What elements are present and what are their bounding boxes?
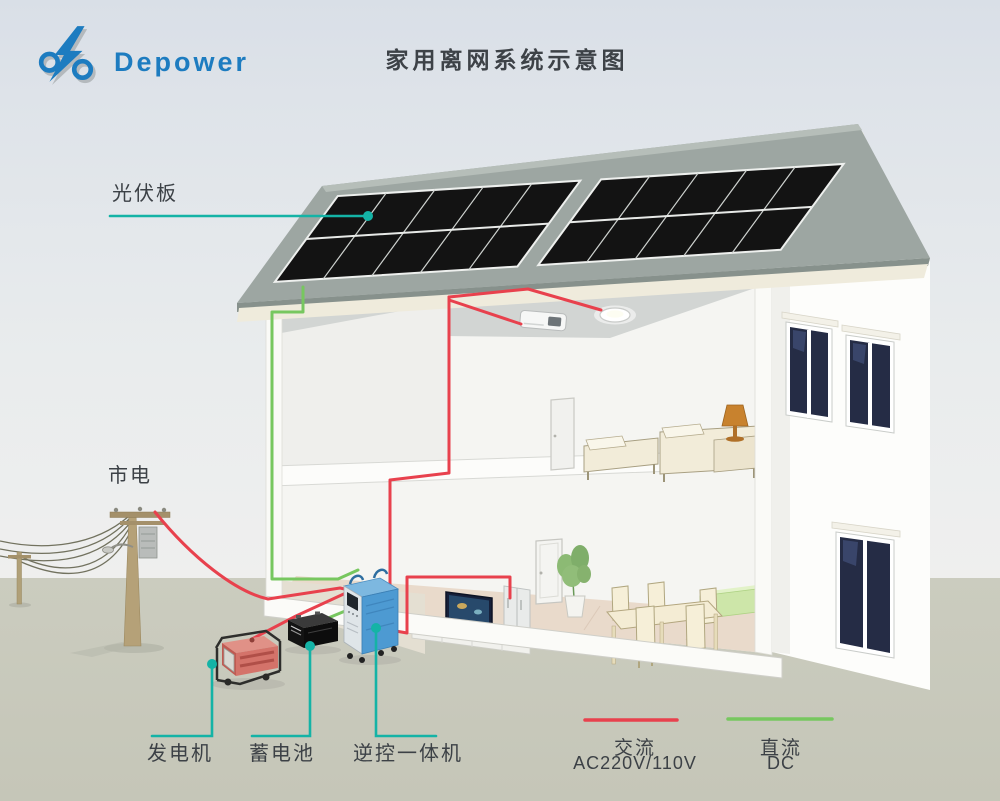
- brand-name: Depower: [114, 46, 250, 77]
- callout-dot-generator: [207, 659, 217, 669]
- bedroom-door: [550, 397, 575, 471]
- legend-ac-name: 交流: [613, 738, 657, 759]
- callout-line-battery: [250, 644, 312, 738]
- utility-pole: [70, 506, 171, 657]
- callout-dot-inverter: [371, 623, 381, 633]
- wire-ac-branch-light: [447, 287, 603, 312]
- lightning-logo-icon: [38, 26, 96, 85]
- window-upper-right: [841, 324, 901, 434]
- legend-dc-name: 直流: [759, 738, 803, 759]
- fridge: [503, 585, 531, 631]
- window-lower: [831, 521, 901, 659]
- label-battery: 蓄电池: [249, 743, 315, 765]
- callout-dot-pv: [363, 211, 373, 221]
- wire-pv: [270, 285, 360, 581]
- battery-device: [285, 611, 341, 655]
- label-inverter: 逆控一体机: [353, 743, 463, 765]
- potted-plant: [557, 545, 591, 618]
- window-upper-left: [781, 311, 839, 423]
- dining-set: [606, 581, 724, 668]
- air-conditioner: [519, 309, 567, 332]
- callout-line-generator: [150, 662, 214, 738]
- label-pv-panel: 光伏板: [112, 183, 178, 205]
- solar-panel-array: [275, 164, 844, 282]
- label-utility-power: 市电: [108, 465, 152, 487]
- page-title: 家用离网系统示意图: [385, 47, 629, 73]
- brand-logo: Depower: [36, 24, 249, 86]
- wire-ac-tv-loop: [388, 575, 512, 635]
- wire-ac-branch-aircon: [447, 298, 523, 326]
- generator-device: [211, 629, 285, 690]
- callout-dot-battery: [305, 641, 315, 651]
- inverter-device: [339, 568, 401, 665]
- callout-lines: [108, 214, 438, 738]
- legend-dc-spec: DC: [767, 753, 795, 773]
- tv: [445, 591, 493, 627]
- callout-dots: [207, 211, 381, 669]
- wire-utility-drop: [153, 510, 374, 601]
- table-lamp: [721, 404, 749, 442]
- ground-floor-door: [535, 538, 563, 605]
- ceiling-light: [594, 305, 636, 325]
- label-generator: 发电机: [147, 743, 213, 765]
- callout-line-inverter: [374, 626, 438, 738]
- distant-pole: [8, 551, 31, 608]
- legend-ac-spec: AC220V/110V: [573, 753, 697, 773]
- wire-ac-riser: [388, 295, 451, 624]
